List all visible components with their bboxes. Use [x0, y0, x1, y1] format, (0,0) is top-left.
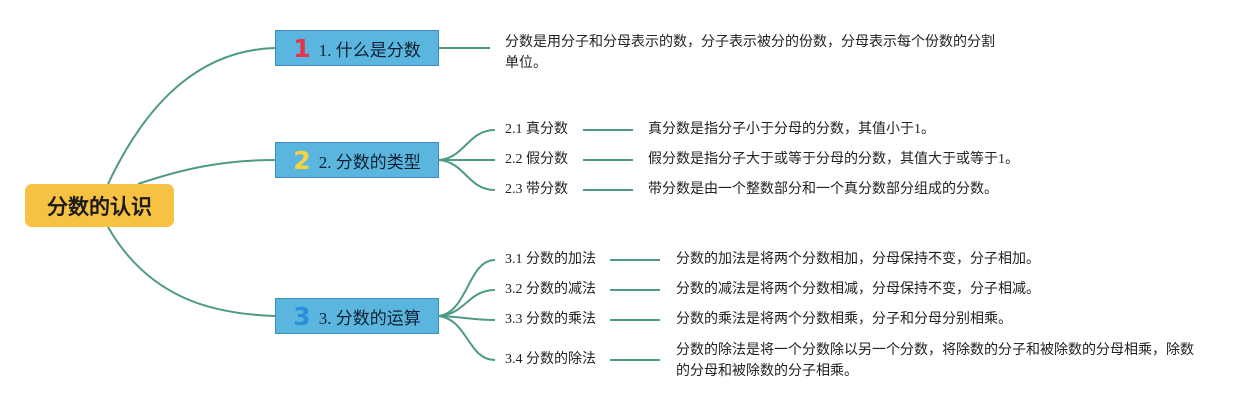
leaf-2-3[interactable]: 2.3 带分数 [505, 182, 568, 197]
number-2-icon: 2 [293, 145, 311, 175]
branch-node-3[interactable]: 3 3. 分数的运算 [275, 298, 439, 334]
leaf-3-2[interactable]: 3.2 分数的减法 [505, 282, 596, 297]
leaf-2-1-description: 真分数是指分子小于分母的分数，其值小于1。 [648, 122, 935, 137]
branch-label: 2. 分数的类型 [318, 152, 421, 172]
leaf-3-3-description: 分数的乘法是将两个分数相乘，分子和分母分别相乘。 [676, 312, 1012, 327]
leaf-2-1[interactable]: 2.1 真分数 [505, 122, 568, 137]
root-node[interactable]: 分数的认识 [25, 184, 174, 227]
leaf-2-2-description: 假分数是指分子大于或等于分母的分数，其值大于或等于1。 [648, 152, 1019, 167]
connector-root-branch-1 [107, 47, 276, 185]
leaf-3-1-description: 分数的加法是将两个分数相加，分母保持不变，分子相加。 [676, 252, 1040, 267]
connector-root-branch-3 [107, 226, 276, 317]
number-1-icon: 1 [293, 33, 311, 63]
connector-branch-2-leaf-1 [438, 129, 496, 161]
leaf-2-3-description: 带分数是由一个整数部分和一个真分数部分组成的分数。 [648, 182, 998, 197]
branch-label: 3. 分数的运算 [318, 308, 421, 328]
leaf-3-4-description: 分数的除法是将一个分数除以另一个分数，将除数的分子和被除数的分母相乘，除数的分母… [676, 343, 1194, 379]
connector-branch-3-leaf-2 [438, 289, 496, 317]
number-3-icon: 3 [293, 301, 311, 331]
branch-label: 1. 什么是分数 [318, 40, 421, 60]
leaf-3-3[interactable]: 3.3 分数的乘法 [505, 312, 596, 327]
branch-node-1[interactable]: 1 1. 什么是分数 [275, 30, 439, 66]
connector-root-branch-2 [137, 159, 276, 185]
connector-branch-2-leaf-3 [438, 159, 496, 191]
connector-branch-3-leaf-3 [438, 315, 496, 321]
leaf-3-4[interactable]: 3.4 分数的除法 [505, 352, 596, 367]
leaf-3-2-description: 分数的减法是将两个分数相减，分母保持不变，分子相减。 [676, 282, 1040, 297]
branch-1-description: 分数是用分子和分母表示的数，分子表示被分的份数，分母表示每个份数的分割单位。 [505, 35, 995, 71]
connector-branch-3-leaf-4 [438, 315, 496, 361]
connector-branch-3-leaf-1 [438, 259, 496, 317]
branch-node-2[interactable]: 2 2. 分数的类型 [275, 142, 439, 178]
leaf-3-1[interactable]: 3.1 分数的加法 [505, 252, 596, 267]
root-title: 分数的认识 [47, 194, 152, 219]
leaf-2-2[interactable]: 2.2 假分数 [505, 152, 568, 167]
